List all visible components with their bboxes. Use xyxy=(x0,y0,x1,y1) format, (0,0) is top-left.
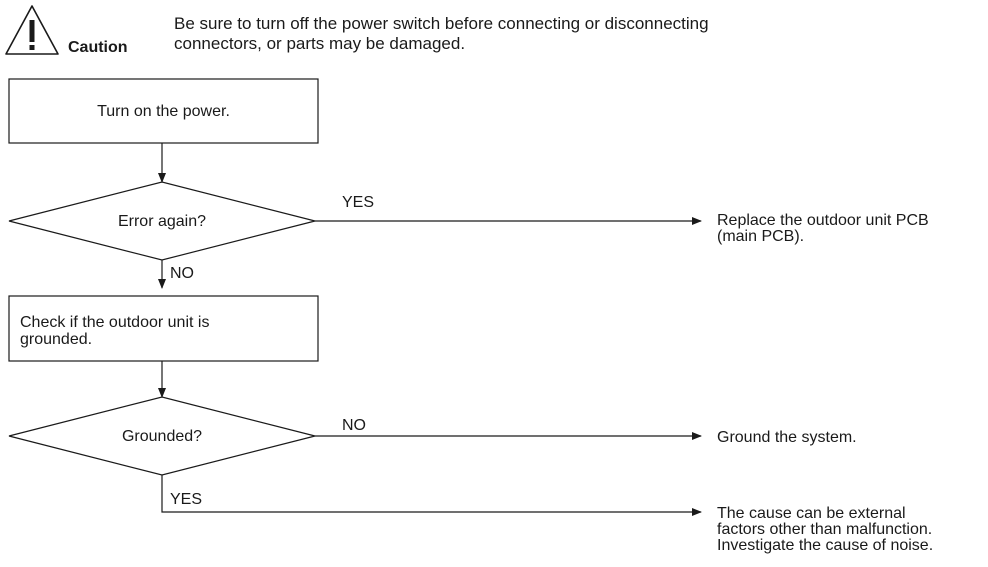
step-turn-on-power-text: Turn on the power. xyxy=(97,103,230,120)
connector-decision2-yes xyxy=(161,475,702,516)
caution-message-line2: connectors, or parts may be damaged. xyxy=(174,34,466,53)
decision2-no-label: NO xyxy=(342,417,366,434)
decision1-yes-label: YES xyxy=(342,194,375,211)
caution-message-line1: Be sure to turn off the power switch bef… xyxy=(174,14,709,33)
result-external-cause-line3: Investigate the cause of noise. xyxy=(717,537,934,554)
result-external-cause-line1: The cause can be external xyxy=(717,505,906,522)
warning-triangle-icon xyxy=(5,5,59,55)
result-external-cause-line2: factors other than malfunction. xyxy=(717,521,933,538)
step-check-grounded-line2: grounded. xyxy=(20,331,93,348)
step-check-grounded-line1: Check if the outdoor unit is xyxy=(20,314,210,331)
caution-label: Caution xyxy=(68,39,128,56)
decision-grounded-text: Grounded? xyxy=(121,428,203,445)
result-replace-pcb-line1: Replace the outdoor unit PCB xyxy=(717,212,929,229)
step-box-check-grounded xyxy=(8,295,319,362)
step-box-turn-on-power xyxy=(8,78,319,144)
result-replace-pcb-line2: (main PCB). xyxy=(717,228,805,245)
decision2-yes-label: YES xyxy=(170,491,203,508)
result-ground-system: Ground the system. xyxy=(717,429,857,446)
decision-error-again-text: Error again? xyxy=(117,213,207,230)
decision1-no-label: NO xyxy=(170,265,194,282)
